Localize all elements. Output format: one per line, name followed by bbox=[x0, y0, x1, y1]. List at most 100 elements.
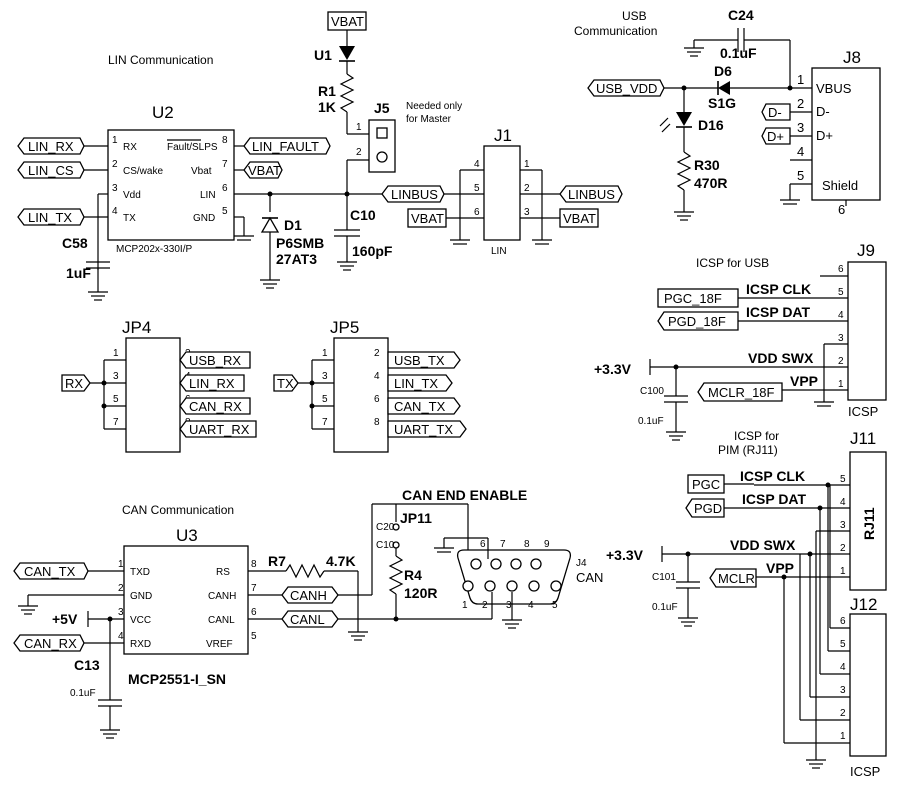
u3-pin-txd: TXD bbox=[130, 567, 150, 578]
d1-ref: D1 bbox=[284, 217, 302, 233]
j8-shield: Shield bbox=[822, 178, 858, 193]
j8-dm: D- bbox=[816, 104, 830, 119]
d16-ref: D16 bbox=[698, 117, 724, 133]
icsp-usb-title: ICSP for USB bbox=[696, 256, 769, 270]
svg-text:3: 3 bbox=[118, 607, 124, 618]
svg-text:LIN_FAULT: LIN_FAULT bbox=[252, 139, 319, 154]
j5-note: Needed only bbox=[406, 101, 462, 112]
net-flag-uart-rx: UART_RX bbox=[179, 420, 257, 438]
u2-pin-rx: RX bbox=[123, 142, 137, 153]
c24-value: 0.1uF bbox=[720, 45, 757, 61]
svg-text:5: 5 bbox=[797, 168, 804, 183]
svg-text:1: 1 bbox=[797, 72, 804, 87]
net-flag-mclr-18f: MCLR_18F bbox=[697, 382, 783, 402]
u3-part: MCP2551-I_SN bbox=[128, 671, 226, 687]
j8-vbus: VBUS bbox=[816, 81, 852, 96]
net-flag-pgc-18f: PGC_18F bbox=[657, 288, 739, 308]
j9-vdd-swx: VDD SWX bbox=[748, 350, 814, 366]
svg-text:RX: RX bbox=[65, 376, 83, 391]
u2-pin-vbat: Vbat bbox=[191, 166, 212, 177]
net-flag-can-rx-2: CAN_RX bbox=[13, 634, 85, 652]
can-end-enable: CAN END ENABLE bbox=[402, 487, 527, 503]
svg-text:5: 5 bbox=[251, 631, 257, 642]
svg-text:6: 6 bbox=[840, 616, 846, 627]
svg-text:1: 1 bbox=[322, 348, 328, 359]
svg-text:VBAT: VBAT bbox=[331, 14, 364, 29]
u3-pin-rs: RS bbox=[216, 567, 230, 578]
u3-body bbox=[123, 545, 249, 655]
svg-text:6: 6 bbox=[838, 264, 844, 275]
svg-text:PGD_18F: PGD_18F bbox=[668, 314, 726, 329]
p33-label: +3.3V bbox=[594, 361, 632, 377]
svg-text:UART_TX: UART_TX bbox=[394, 422, 453, 437]
c13-ref: C13 bbox=[74, 657, 100, 673]
j11-vdd-swx: VDD SWX bbox=[730, 537, 796, 553]
r4-ref: R4 bbox=[404, 567, 422, 583]
j12-icsp: ICSP bbox=[850, 764, 880, 779]
svg-text:5: 5 bbox=[838, 287, 844, 298]
svg-text:3: 3 bbox=[113, 371, 119, 382]
u2-pin-vdd: Vdd bbox=[123, 190, 141, 201]
c100-ref: C100 bbox=[640, 386, 664, 397]
j4-label: CAN bbox=[576, 570, 603, 585]
svg-text:1: 1 bbox=[838, 379, 844, 390]
svg-text:CAN_TX: CAN_TX bbox=[24, 564, 76, 579]
jp5-ref: JP5 bbox=[330, 318, 359, 337]
icsp-pim-title: ICSP for bbox=[734, 429, 779, 443]
net-flag-vbat-top: VBAT bbox=[327, 11, 367, 31]
net-flag-pgd-18f: PGD_18F bbox=[657, 311, 739, 331]
u2-pin4-num: 4 bbox=[112, 206, 118, 217]
svg-text:2: 2 bbox=[840, 708, 846, 719]
j5-pin1 bbox=[376, 127, 388, 139]
j1-label: LIN bbox=[491, 246, 507, 257]
svg-text:USB_VDD: USB_VDD bbox=[596, 81, 657, 96]
net-flag-vbat-u2: VBAT bbox=[243, 161, 283, 179]
c58-ref: C58 bbox=[62, 235, 88, 251]
svg-text:1: 1 bbox=[462, 600, 468, 611]
net-flag-linbus-right: LINBUS bbox=[559, 185, 623, 203]
d1-value-2: 27AT3 bbox=[276, 251, 317, 267]
r7-value: 4.7K bbox=[326, 553, 356, 569]
r1-ref: R1 bbox=[318, 83, 336, 99]
svg-text:2: 2 bbox=[797, 96, 804, 111]
u1-ref: U1 bbox=[314, 47, 332, 63]
net-flag-dminus: D- bbox=[761, 103, 791, 121]
net-flag-usb-tx: USB_TX bbox=[387, 351, 461, 369]
net-flag-lin-rx-2: LIN_RX bbox=[179, 374, 245, 392]
u2-pin-cs: CS/wake bbox=[123, 166, 163, 177]
svg-text:3: 3 bbox=[797, 120, 804, 135]
net-flag-mclr: MCLR bbox=[709, 568, 757, 588]
svg-text:CAN_RX: CAN_RX bbox=[189, 399, 242, 414]
icsp-pim-title-2: PIM (RJ11) bbox=[718, 443, 778, 457]
svg-text:MCLR: MCLR bbox=[718, 571, 755, 586]
j11-icsp-dat: ICSP DAT bbox=[742, 491, 806, 507]
j9-icsp-clk: ICSP CLK bbox=[746, 281, 811, 297]
jp4-body bbox=[125, 337, 181, 453]
svg-text:7: 7 bbox=[322, 417, 328, 428]
usb-section-title-2: Communication bbox=[574, 24, 657, 38]
usb-section-title: USB bbox=[622, 9, 647, 23]
svg-text:5: 5 bbox=[474, 183, 480, 194]
u2-pin6-num: 6 bbox=[222, 183, 228, 194]
svg-text:1: 1 bbox=[356, 122, 362, 133]
svg-text:D-: D- bbox=[768, 105, 782, 120]
j11-vpp: VPP bbox=[766, 560, 794, 576]
net-flag-dplus: D+ bbox=[761, 127, 791, 145]
u2-pin1-num: 1 bbox=[112, 135, 118, 146]
u3-pin-vref: VREF bbox=[206, 639, 233, 650]
svg-text:8: 8 bbox=[251, 559, 257, 570]
svg-text:1: 1 bbox=[840, 731, 846, 742]
j4-db9-shell bbox=[456, 549, 572, 605]
c13-value: 0.1uF bbox=[70, 688, 96, 699]
svg-text:3: 3 bbox=[840, 685, 846, 696]
svg-text:7: 7 bbox=[251, 583, 257, 594]
svg-text:3: 3 bbox=[322, 371, 328, 382]
d6-ref: D6 bbox=[714, 63, 732, 79]
c100-value: 0.1uF bbox=[638, 416, 664, 427]
net-flag-pgc: PGC bbox=[687, 474, 725, 494]
net-flag-usb-vdd: USB_VDD bbox=[587, 79, 665, 97]
svg-text:6: 6 bbox=[474, 207, 480, 218]
r7-ref: R7 bbox=[268, 553, 286, 569]
j5-ref: J5 bbox=[374, 100, 390, 116]
